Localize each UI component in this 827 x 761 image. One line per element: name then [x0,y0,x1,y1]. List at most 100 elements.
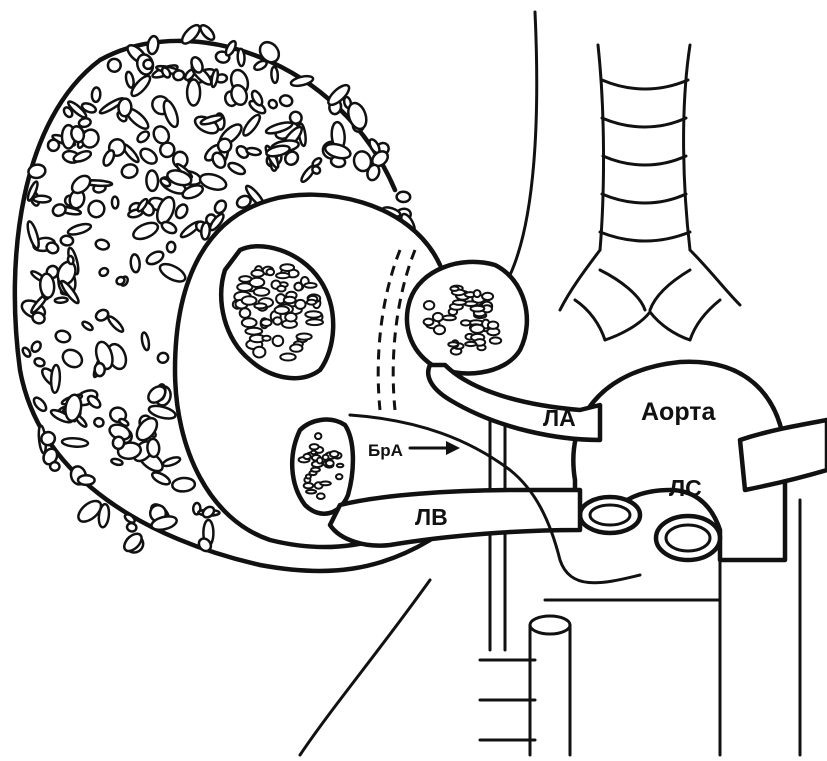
acinus-cell [253,347,265,358]
alveolus [123,513,136,525]
alveolus [279,94,294,107]
acinus-cell [471,325,485,333]
alveolus [198,23,216,42]
alveolus [125,71,135,88]
acinus-cell [315,433,321,439]
acinus-cell [245,328,262,335]
alveolus [397,192,411,202]
alveolus [217,138,233,154]
acinus-cell [240,308,251,318]
alveolus [30,340,43,353]
acinus-cell [267,269,275,275]
alveolus [50,462,60,471]
acinus-cell [295,283,303,291]
alveolus [67,222,92,237]
acinus-cell [307,300,316,305]
alveolus [33,195,51,202]
acinus-cell [295,300,305,309]
acinus-cell [330,451,338,457]
alveolus [157,261,188,286]
alveolus [78,475,95,485]
alveolus [187,80,200,106]
alveolus [143,60,153,70]
alveolus [162,456,181,468]
alveolus [167,242,176,253]
acinus-cell [242,318,257,327]
alveolus [131,220,160,243]
acinus-cell [326,460,334,466]
lower-pleura-line [300,580,430,755]
acinus-cell [424,319,434,326]
alveolus [101,149,116,167]
acinus-cell [311,468,320,472]
alveolus [95,238,110,250]
acinus-cell [254,288,270,296]
acinus-cell [285,313,296,322]
acinus-cell [306,319,323,325]
acinus-cell [297,334,312,340]
acinus-cell [242,296,257,304]
alveolus [120,163,139,180]
label-pulmonary-artery: ЛА [543,405,576,431]
acinus-cell [304,283,316,288]
acinus-cell [482,293,493,300]
acinus-cell [474,290,481,297]
alveolus [51,202,68,218]
vessel-section-right-inner [666,525,710,551]
alveolus [160,220,178,236]
acinus-cell [337,464,344,468]
alveolus [146,35,159,54]
label-aorta: Аорта [641,398,717,426]
alveolus [150,470,171,487]
alveolus [130,254,140,273]
acinus-cell [490,337,501,343]
alveolus [156,351,169,364]
small-vessel-section [530,616,570,634]
acinus-cell [453,300,466,305]
alveolus [138,146,160,167]
acinus-cell [305,311,321,317]
acinus-cell [273,336,284,346]
acinus-cell [273,317,281,324]
label-pulmonary-vein: ЛВ [415,504,448,530]
alveolus [67,255,74,264]
pleura-line [510,12,537,275]
acinus-cell [310,444,319,449]
acinus-cell [280,264,294,271]
alveolus [112,196,119,208]
alveolus [118,98,132,116]
alveolus [136,129,151,144]
acinus-cell [317,458,323,464]
acinus-cell [261,319,271,326]
alveolus [33,357,45,368]
alveolus [98,267,109,278]
acinus-cell [280,354,295,361]
acinus-hilar [407,262,527,374]
alveolus [60,235,73,246]
acinus-cell [304,483,313,488]
alveolus [48,140,59,152]
acinus-cell [290,344,302,351]
alveolus [146,170,158,191]
alveolus [39,273,55,298]
alveolus [87,199,106,218]
alveolus [174,203,190,221]
acinus-cell [488,322,498,329]
acinus-cell [317,493,325,499]
acinus-cell [306,490,316,494]
acinus-cell [424,301,434,310]
acinus-cell [239,276,251,282]
acinus-cell [448,342,458,346]
alveolus [81,320,94,331]
acinus-cell [251,270,263,277]
alveolus [95,363,105,376]
acinus-cell [323,455,329,460]
alveolus [237,49,245,67]
alveolus [25,220,40,249]
alveolus [54,329,71,343]
alveolus [227,161,247,177]
acinus-cell [284,297,296,304]
alveolus [213,199,228,215]
